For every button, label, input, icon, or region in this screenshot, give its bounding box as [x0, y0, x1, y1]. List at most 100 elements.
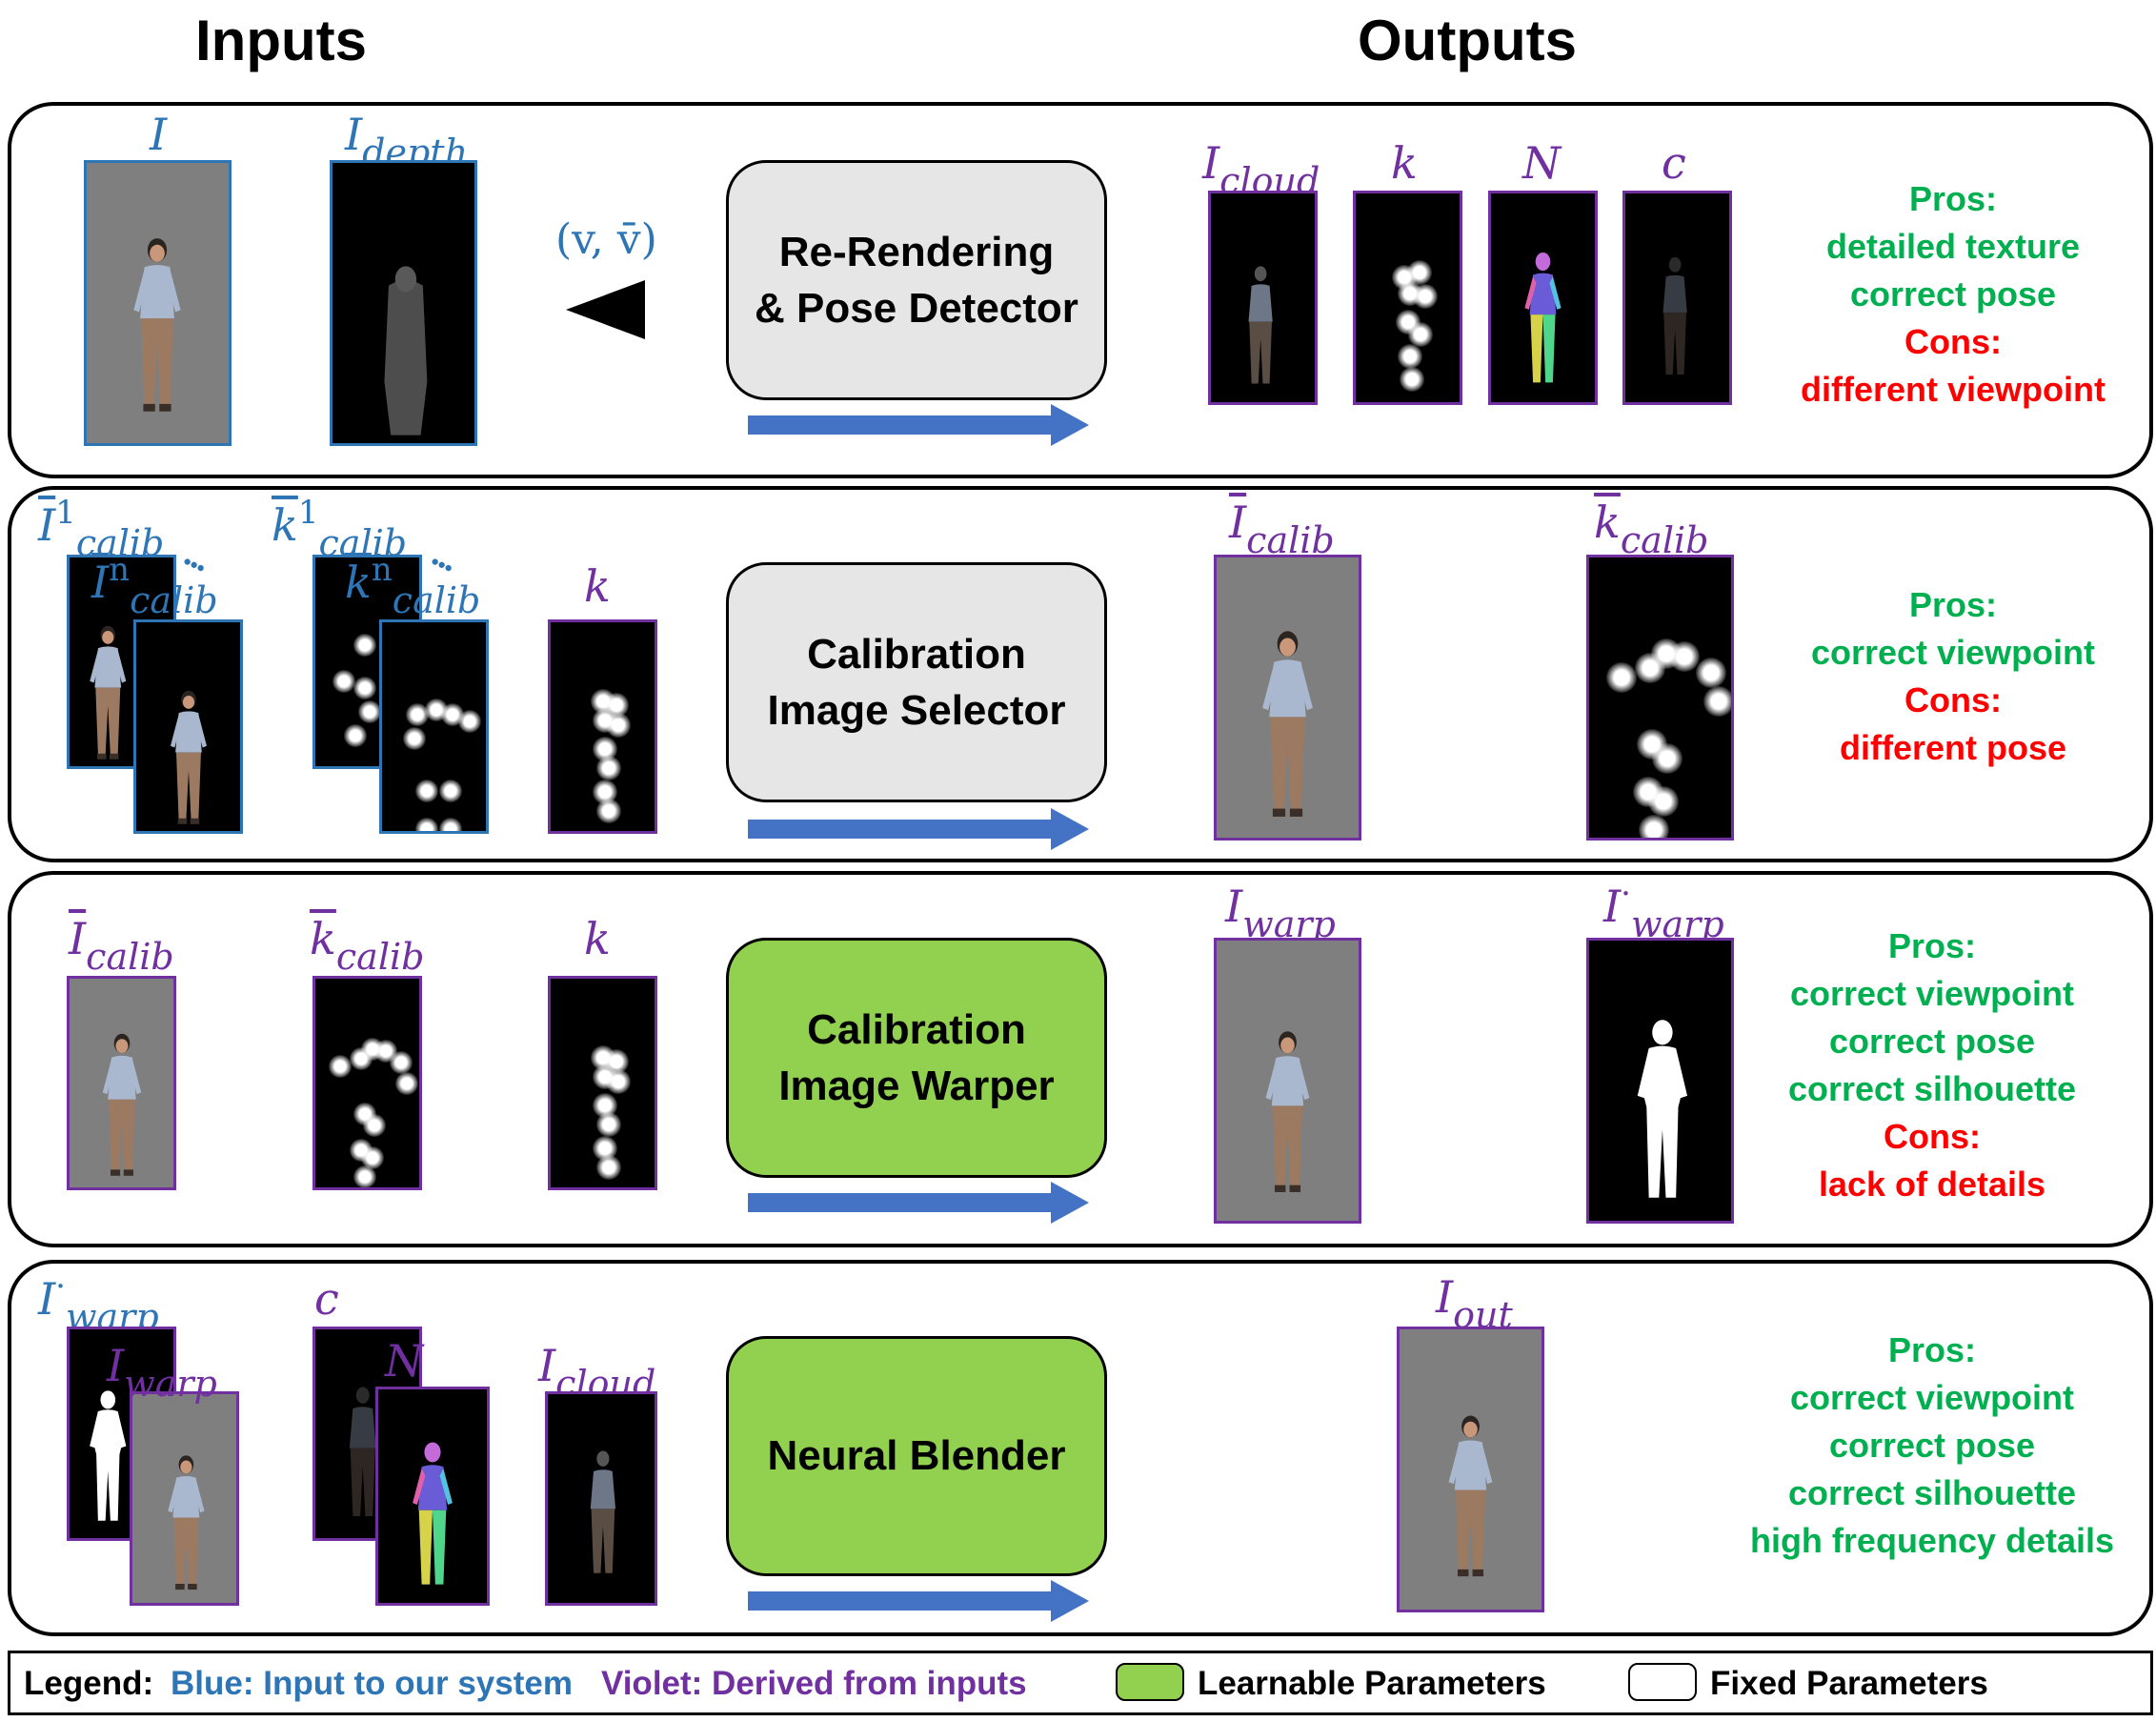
keypoint [596, 1155, 621, 1180]
label-kcalib-out: kcalib [1594, 496, 1709, 561]
viewpoint-label: (v, v̄) [555, 215, 657, 264]
pros-title: Pros: [1887, 1330, 1977, 1369]
person-figure [168, 1455, 205, 1590]
input-calib-image-n [133, 619, 243, 834]
keypoint [350, 1047, 373, 1070]
label-Icalib: Icalib [69, 913, 174, 978]
cons-title: Cons: [1904, 322, 2002, 361]
label-Idepth: Idepth [345, 109, 469, 173]
cons-item: different pose [1839, 728, 2067, 767]
legend-learnable: Learnable Parameters [1198, 1665, 1546, 1702]
input-keypoints-k [548, 619, 657, 834]
outputs-header: Outputs [1358, 9, 1577, 72]
box-line-2: Image Warper [778, 1063, 1055, 1109]
row1-pros-cons: Pros: detailed texture correct pose Cons… [1772, 175, 2134, 414]
keypoint [1413, 284, 1438, 309]
keypoint [1398, 344, 1422, 369]
label-In-calib: Incalib [91, 551, 218, 621]
label-c: c [314, 1273, 339, 1325]
person-figure [133, 238, 181, 412]
label-Icloud: Icloud [538, 1340, 656, 1405]
keypoint [390, 1051, 413, 1074]
keypoint [606, 713, 631, 738]
label-N: N [1522, 137, 1562, 189]
label-Iout: Iout [1436, 1271, 1513, 1336]
cons-item: lack of details [1818, 1165, 2046, 1204]
keypoint [395, 1072, 418, 1095]
label-kcalib: kcalib [310, 913, 425, 978]
pros-item: correct viewpoint [1789, 1378, 2075, 1417]
keypoint [596, 1112, 621, 1137]
keypoint [415, 818, 438, 831]
label-I: I [150, 109, 168, 160]
keypoint [363, 1114, 386, 1137]
keypoint [403, 727, 426, 750]
depth-figure [384, 266, 428, 436]
keypoint [353, 1165, 376, 1187]
legend: Legend: Blue: Input to our system Violet… [8, 1651, 2153, 1715]
box-line-2: Image Selector [767, 687, 1066, 734]
flow-arrow-icon [748, 1182, 1089, 1224]
output-calib-keypoints [1586, 555, 1734, 841]
legend-violet: Violet: Derived from inputs [601, 1665, 1027, 1702]
person-figure [1248, 266, 1273, 384]
legend-blue: Blue: Input to our system [171, 1665, 573, 1702]
keypoint [1639, 815, 1669, 838]
input-keypoints-k [548, 976, 657, 1190]
label-k: k [1391, 137, 1418, 189]
keypoint [1408, 322, 1433, 347]
label-Idot-warp: I·warp [38, 1267, 159, 1338]
label-k1-calib: k1calib [272, 494, 408, 564]
output-normals-N [1488, 191, 1598, 405]
box-line-1: Calibration [807, 630, 1026, 678]
cons-title: Cons: [1884, 1117, 1981, 1156]
label-N: N [385, 1335, 424, 1387]
keypoint [439, 818, 462, 831]
keypoint [458, 710, 481, 733]
legend-fixed-swatch [1628, 1663, 1697, 1701]
flow-arrow-icon [748, 808, 1089, 850]
output-warped-image [1214, 938, 1361, 1224]
input-image-depth [330, 160, 477, 446]
pros-item: correct pose [1849, 274, 2057, 314]
keypoint [344, 724, 367, 747]
keypoint [1400, 367, 1424, 392]
calibration-image-warper-box: Calibration Image Warper [726, 938, 1107, 1178]
keypoint [1635, 653, 1665, 683]
keypoint [1703, 686, 1731, 717]
cons-title: Cons: [1904, 680, 2002, 719]
keypoint [353, 634, 376, 657]
keypoint [1696, 658, 1726, 688]
input-cloud-image [545, 1391, 657, 1606]
pros-title: Pros: [1908, 179, 1998, 218]
label-Icloud: Icloud [1202, 137, 1320, 202]
re-rendering-pose-detector-box: Re-Rendering & Pose Detector [726, 160, 1107, 400]
legend-title: Legend: [24, 1665, 154, 1702]
label-Iwarp: Iwarp [107, 1340, 217, 1405]
keypoint [1407, 260, 1432, 285]
output-keypoints-k [1353, 191, 1462, 405]
person-figure [590, 1450, 616, 1573]
label-k: k [584, 913, 611, 964]
label-Icalib-out: Icalib [1229, 496, 1335, 561]
keypoint [332, 670, 355, 693]
flow-arrow-icon [748, 404, 1089, 446]
input-warped-image [130, 1391, 239, 1606]
flow-arrow-icon [748, 1580, 1089, 1622]
keypoint [439, 780, 462, 802]
person-figure [1448, 1415, 1493, 1577]
keypoint [353, 677, 376, 699]
keypoint [1606, 662, 1637, 693]
keypoint [596, 799, 621, 823]
calibration-image-selector-box: Calibration Image Selector [726, 562, 1107, 802]
pros-item: correct viewpoint [1810, 633, 2096, 672]
label-I1-calib: I1calib [38, 494, 165, 564]
pros-item: correct silhouette [1787, 1473, 2077, 1512]
label-Idot-warp: I·warp [1603, 875, 1724, 945]
output-image-Icloud [1208, 191, 1318, 405]
pros-item: correct pose [1828, 1022, 2036, 1061]
pros-title: Pros: [1887, 926, 1977, 965]
output-confidence-c [1622, 191, 1732, 405]
row2-pros-cons: Pros: correct viewpoint Cons: different … [1772, 581, 2134, 772]
keypoint [1652, 743, 1682, 774]
